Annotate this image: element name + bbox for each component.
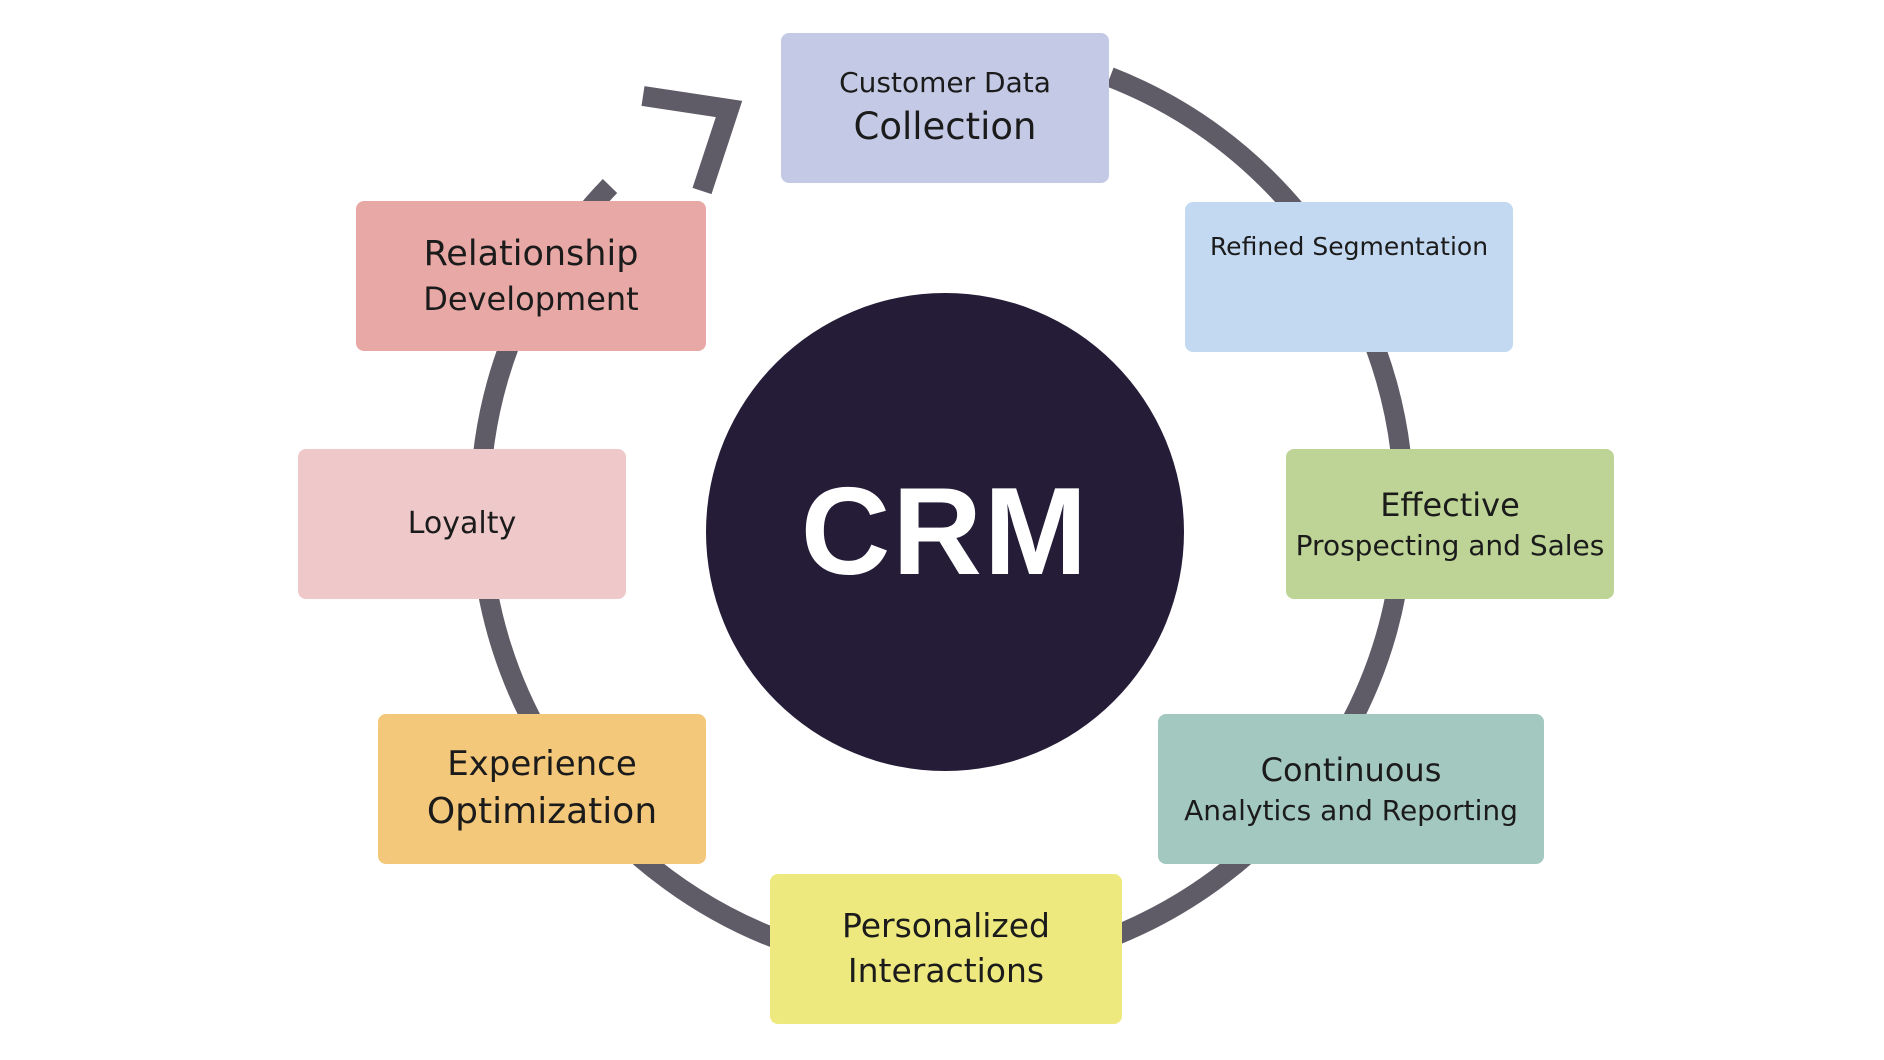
stage-label-line: Interactions — [847, 951, 1045, 990]
stage-label-line: Collection — [853, 104, 1037, 148]
crm-hub: CRM — [706, 293, 1184, 771]
stage-label-line: Analytics and Reporting — [1184, 793, 1518, 827]
stage-label-line: Effective — [1380, 485, 1520, 524]
stage-effective-prospecting-and-sales: Effective Prospecting and Sales — [1286, 449, 1614, 599]
stage-label-line: Development — [423, 280, 639, 319]
stage-label-line: Prospecting and Sales — [1295, 528, 1605, 562]
stage-label-line: Customer Data — [839, 66, 1051, 100]
stage-continuous-analytics-and-reporting: Continuous Analytics and Reporting — [1158, 714, 1544, 864]
stage-relationship-development: Relationship Development — [356, 201, 706, 351]
stage-experience-optimization: Experience Optimization — [378, 714, 706, 864]
stage-label-line: Loyalty — [407, 505, 517, 541]
stage-label-line: Optimization — [426, 790, 658, 832]
arrowhead-icon — [641, 86, 743, 195]
hub-label: CRM — [800, 463, 1090, 601]
stage-label-line: Refined Segmentation — [1209, 232, 1489, 261]
stage-label-line: Continuous — [1260, 750, 1442, 789]
stage-personalized-interactions: Personalized Interactions — [770, 874, 1122, 1024]
stage-customer-data-collection: Customer Data Collection — [781, 33, 1109, 183]
stage-label-line: Personalized — [841, 906, 1051, 946]
stage-label-line: Relationship — [423, 233, 639, 274]
stage-label-line: Experience — [447, 743, 637, 784]
stage-loyalty: Loyalty — [298, 449, 626, 599]
stage-refined-segmentation: Refined Segmentation — [1185, 202, 1513, 352]
